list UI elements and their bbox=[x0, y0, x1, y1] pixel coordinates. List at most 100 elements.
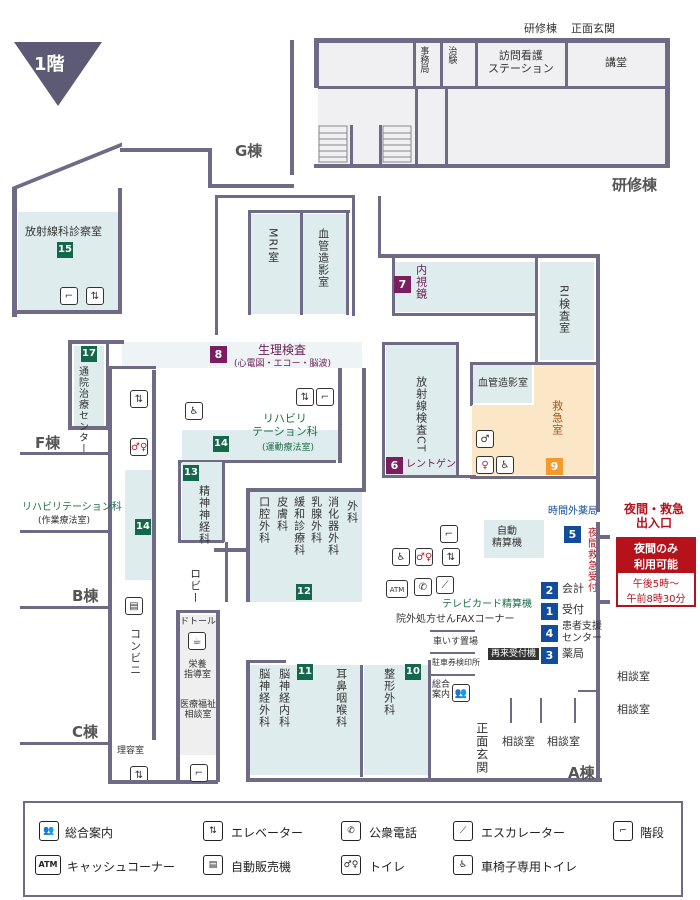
wing-f: F棟 bbox=[35, 434, 61, 452]
stairs-icon: ⌐ bbox=[60, 287, 78, 305]
room-rehab-sagyo-label: リハビリテーション科 bbox=[22, 502, 122, 513]
room-number-1: 1 bbox=[541, 603, 558, 620]
wing-c: C棟 bbox=[72, 723, 99, 741]
room-doutor: ドトール bbox=[180, 617, 217, 627]
room-kanja-shien: 患者支援 センター bbox=[562, 621, 602, 644]
legend-phone: 公衆電話 bbox=[369, 826, 418, 840]
room-yakan-uketsuke: 夜間救急受付 bbox=[585, 527, 597, 593]
lobby-label: ロビー bbox=[188, 568, 202, 604]
room-number-6: 6 bbox=[386, 457, 403, 474]
legend-elevator: エレベーター bbox=[231, 826, 304, 840]
night-box-hours: 午後5時〜 午前8時30分 bbox=[626, 579, 686, 605]
floor-badge: 1階 bbox=[10, 40, 106, 108]
wing-b: B棟 bbox=[72, 587, 99, 605]
wing-a: A棟 bbox=[568, 764, 595, 782]
room-jimukyoku: 事務局 bbox=[418, 46, 429, 73]
floor-badge-triangle bbox=[14, 42, 102, 106]
room-number-3: 3 bbox=[541, 647, 558, 664]
room-ct-label: 放射線検査CT bbox=[414, 376, 428, 453]
stairs-icon-right: ⌐ bbox=[440, 525, 458, 543]
toilet-icon: ♂♀ bbox=[341, 855, 361, 875]
phone-icon: ✆ bbox=[414, 578, 432, 596]
escalator-icon: ⟋ bbox=[453, 821, 473, 841]
stairs-drawing-right bbox=[382, 125, 412, 163]
room-rehab bbox=[182, 430, 342, 460]
top-wing-kenshu-label: 研修棟 bbox=[524, 22, 557, 35]
room-number-9: 9 bbox=[546, 458, 563, 475]
coffee-icon: ☕ bbox=[188, 632, 206, 650]
room-fax: 院外処方せんFAXコーナー bbox=[396, 614, 515, 625]
room-number-10: 10 bbox=[405, 664, 421, 680]
room-seikei-block bbox=[364, 665, 429, 775]
room-noushinkei-naika: 脳神経内科 bbox=[277, 668, 291, 728]
room-soudan1: 相談室 bbox=[617, 670, 650, 683]
room-kekkan-label: 血管造影室 bbox=[316, 228, 330, 288]
room-hifu: 皮膚科 bbox=[275, 496, 289, 532]
legend-atm: キャッシュコーナー bbox=[67, 860, 176, 874]
room-number-8: 8 bbox=[210, 346, 227, 363]
elevator-icon-rehab: ⇅ bbox=[296, 388, 314, 406]
night-entrance-label: 夜間・救急 出入口 bbox=[624, 502, 685, 530]
legend-escalator: エスカレーター bbox=[481, 826, 566, 840]
legend-stairs: 階段 bbox=[640, 826, 665, 840]
wing-g: G棟 bbox=[235, 142, 263, 160]
info-desk-icon: 👥 bbox=[39, 821, 59, 841]
room-chuusha: 駐車券検印所 bbox=[432, 658, 480, 667]
floor-label: 1階 bbox=[34, 54, 65, 75]
room-noushinkei-geka: 脳神経外科 bbox=[257, 668, 271, 728]
room-jibi: 耳鼻咽喉科 bbox=[334, 668, 348, 728]
room-rehab-sub: (運動療法室) bbox=[262, 443, 315, 453]
info-desk-icon: 👥 bbox=[452, 684, 470, 702]
phone-icon: ✆ bbox=[341, 821, 361, 841]
wheelchair-icon: ♿ bbox=[185, 402, 203, 420]
room-koudou: 講堂 bbox=[605, 56, 627, 69]
room-kekkan2 bbox=[472, 365, 532, 403]
male-toilet-icon: ♂ bbox=[476, 430, 494, 448]
room-kaikei: 会計 bbox=[562, 582, 584, 595]
wing-kenshu: 研修棟 bbox=[612, 176, 658, 194]
room-number-11: 11 bbox=[297, 664, 313, 680]
room-tv-card: テレビカード精算機 bbox=[442, 599, 532, 610]
room-soudan3: 相談室 bbox=[502, 735, 535, 748]
legend-sougou-annai: 総合案内 bbox=[65, 826, 114, 840]
wheelchair-icon-kyukyu: ♿ bbox=[496, 456, 514, 474]
room-seikei: 整形外科 bbox=[382, 668, 396, 716]
room-ri bbox=[540, 262, 594, 360]
front-entrance-label: 正面玄関 bbox=[474, 722, 489, 774]
elevator-icon: ⇅ bbox=[130, 390, 148, 408]
wall-g-top bbox=[12, 187, 17, 317]
legend-toilet: トイレ bbox=[369, 860, 406, 874]
room-eiyou: 栄養 指導室 bbox=[184, 660, 212, 681]
toilet-icon-right: ♂♀ bbox=[415, 548, 433, 566]
room-nyusen: 乳腺外科 bbox=[309, 496, 323, 544]
room-kyukyu-fill bbox=[534, 365, 594, 475]
stairs-icon-rehab: ⌐ bbox=[316, 388, 334, 406]
room-jidou-seisanki: 自動 精算機 bbox=[492, 526, 522, 549]
room-naishikyo bbox=[395, 262, 535, 312]
room-number-4: 4 bbox=[541, 625, 558, 642]
escalator-icon: ⟋ bbox=[436, 576, 454, 594]
room-houshasen-shinsatsu: 放射線科診察室 bbox=[25, 225, 102, 238]
room-right-lobby bbox=[484, 520, 544, 558]
stairs-icon: ⌐ bbox=[613, 821, 633, 841]
night-info-box: 夜間のみ 利用可能 午後5時〜 午前8時30分 bbox=[616, 537, 696, 607]
room-number-15: 15 bbox=[57, 242, 73, 258]
room-yakkyoku: 薬局 bbox=[562, 647, 584, 660]
room-seiri-kensa-sub: (心電図・エコー・脳波) bbox=[234, 359, 332, 369]
wheelchair-icon: ♿ bbox=[453, 855, 473, 875]
room-soudan2: 相談室 bbox=[617, 703, 650, 716]
room-jikangai-yakkyoku: 時間外薬局 bbox=[548, 506, 598, 517]
room-shoukaki: 消化器外科 bbox=[326, 496, 340, 556]
female-toilet-icon: ♀ bbox=[476, 456, 494, 474]
stairs-icon-c: ⌐ bbox=[190, 764, 208, 782]
wheelchair-icon-right: ♿ bbox=[392, 548, 410, 566]
room-seiri-kensa: 生理検査 bbox=[258, 343, 307, 357]
room-number-5: 5 bbox=[564, 526, 581, 543]
atm-icon: ATM bbox=[386, 580, 408, 598]
room-number-7: 7 bbox=[394, 276, 411, 293]
room-mri bbox=[250, 214, 300, 314]
room-rehab-sagyo-sub: (作業療法室) bbox=[38, 516, 91, 526]
room-number-12: 12 bbox=[296, 584, 312, 600]
room-rentgen: レントゲン bbox=[406, 459, 456, 470]
corridor-seiri bbox=[122, 342, 362, 368]
